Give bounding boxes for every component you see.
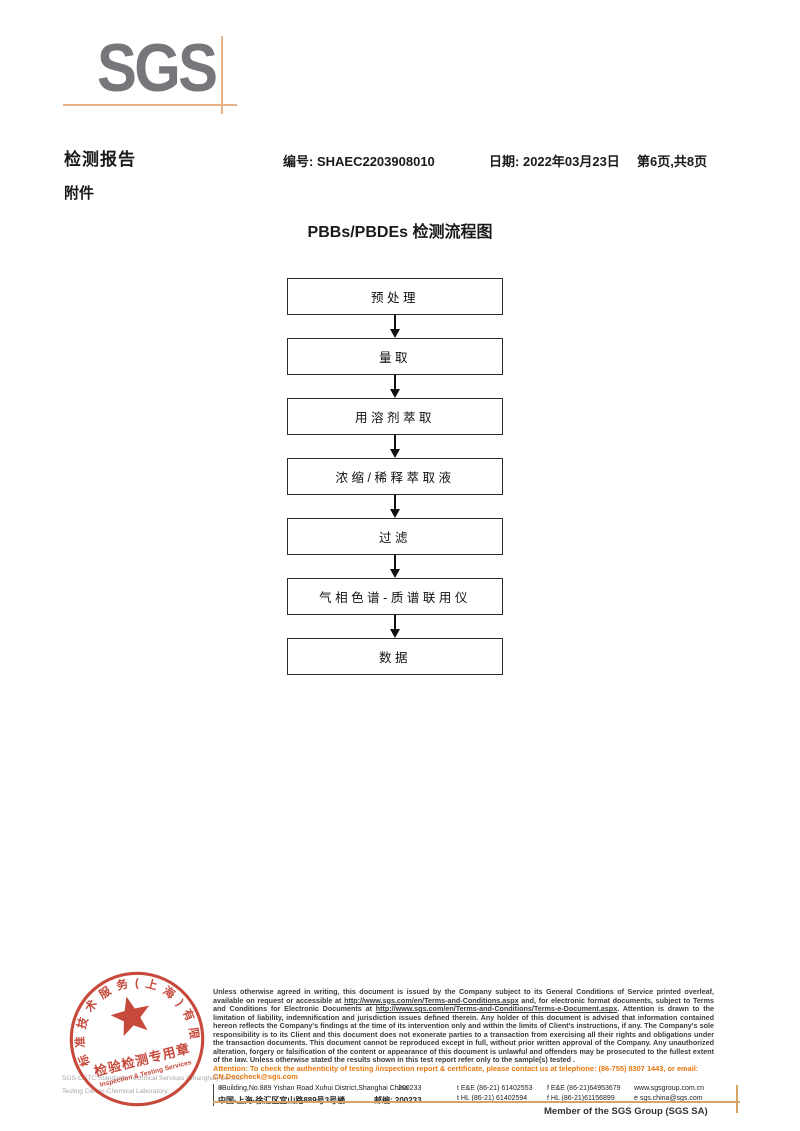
flow-step-box: 气相色谱-质谱联用仪 <box>287 578 503 615</box>
address-chinese: 中国·上海·徐汇区宜山路889号3号楼 <box>218 1095 345 1106</box>
report-date-label: 日期: <box>489 154 520 169</box>
fax-2: f HL (86-21)61156899 <box>547 1094 615 1102</box>
flow-step-label: 气相色谱-质谱联用仪 <box>319 591 471 605</box>
footer-crosshair-line <box>736 1085 738 1113</box>
flow-step-label: 浓缩/稀释萃取液 <box>335 471 455 485</box>
disclaimer-part2: and, for electronic format documents, su… <box>213 995 714 1013</box>
flowchart: 预处理 量取 用溶剂萃取 浓缩/稀释萃取液 过滤 <box>287 278 503 675</box>
attention-notice: Attention: To check the authenticity of … <box>213 1063 699 1082</box>
flow-step-box: 浓缩/稀释萃取液 <box>287 458 503 495</box>
report-date: 日期: 2022年03月23日 <box>489 151 620 170</box>
attachment-label: 附件 <box>64 185 95 202</box>
fax-1: f E&E (86-21)64953679 <box>547 1084 621 1092</box>
flow-step-box: 预处理 <box>287 278 503 315</box>
report-date-value: 2022年03月23日 <box>522 154 620 169</box>
flow-step-box: 数据 <box>287 638 503 675</box>
logo-horizontal-line <box>63 104 237 106</box>
down-arrow-icon <box>287 555 503 578</box>
seal-star-icon <box>110 996 150 1037</box>
postcode-1: 200233 <box>398 1084 422 1092</box>
flow-step-label: 量取 <box>378 351 411 365</box>
flow-step-box: 用溶剂萃取 <box>287 398 503 435</box>
disclaimer-part3: . Attention is drawn to the limitation o… <box>213 1004 714 1064</box>
flow-step-label: 数据 <box>378 651 411 665</box>
down-arrow-icon <box>287 315 503 338</box>
flow-step-label: 用溶剂萃取 <box>354 411 435 425</box>
e-document-terms-url: http://www.sgs.com/en/Terms-and-Conditio… <box>375 1004 618 1013</box>
footer-divider-line <box>213 1101 740 1103</box>
disclaimer-paragraph: Unless otherwise agreed in writing, this… <box>213 987 714 1065</box>
postcode-2: 邮编: 200233 <box>374 1095 422 1106</box>
down-arrow-icon <box>287 615 503 638</box>
stamp-company-line1: SGS-CSTC Standards Technical Services (S… <box>62 1075 244 1082</box>
report-number-value: SHAEC2203908010 <box>316 154 435 169</box>
page-indicator: 第6页,共8页 <box>637 154 708 169</box>
flowchart-title: PBBs/PBDEs 检测流程图 <box>307 224 493 241</box>
down-arrow-icon <box>287 495 503 518</box>
flow-step-label: 过滤 <box>378 531 411 545</box>
terms-url: http://www.sgs.com/en/Terms-and-Conditio… <box>344 995 519 1005</box>
down-arrow-icon <box>287 375 503 398</box>
sgs-logo: SGS <box>97 30 218 106</box>
stamp-company-line2: Testing Center-Chemical Laboratory. <box>62 1088 169 1095</box>
report-number: 编号: SHAEC2203908010 <box>283 151 435 170</box>
email: e sgs.china@sgs.com <box>634 1094 703 1102</box>
flow-step-label: 预处理 <box>370 291 419 305</box>
telephone-2: t HL (86-21) 61402594 <box>457 1094 528 1102</box>
flow-step-box: 量取 <box>287 338 503 375</box>
disclaimer-part1: Unless otherwise agreed in writing, this… <box>213 987 714 1005</box>
report-number-label: 编号: <box>283 154 314 169</box>
website: www.sgsgroup.com.cn <box>634 1084 705 1092</box>
sgs-member-line: Member of the SGS Group (SGS SA) <box>544 1106 708 1117</box>
inspection-seal-stamp-icon: 通标标准技术服务(上海)有限公司 检验检测专用章 Inspection & Te… <box>49 951 205 1107</box>
report-title: 检测报告 <box>64 150 136 169</box>
down-arrow-icon <box>287 435 503 458</box>
flow-step-box: 过滤 <box>287 518 503 555</box>
logo-vertical-line <box>221 36 223 114</box>
telephone-1: t E&E (86-21) 61402553 <box>457 1084 533 1092</box>
footer: Unless otherwise agreed in writing, this… <box>213 987 714 1106</box>
